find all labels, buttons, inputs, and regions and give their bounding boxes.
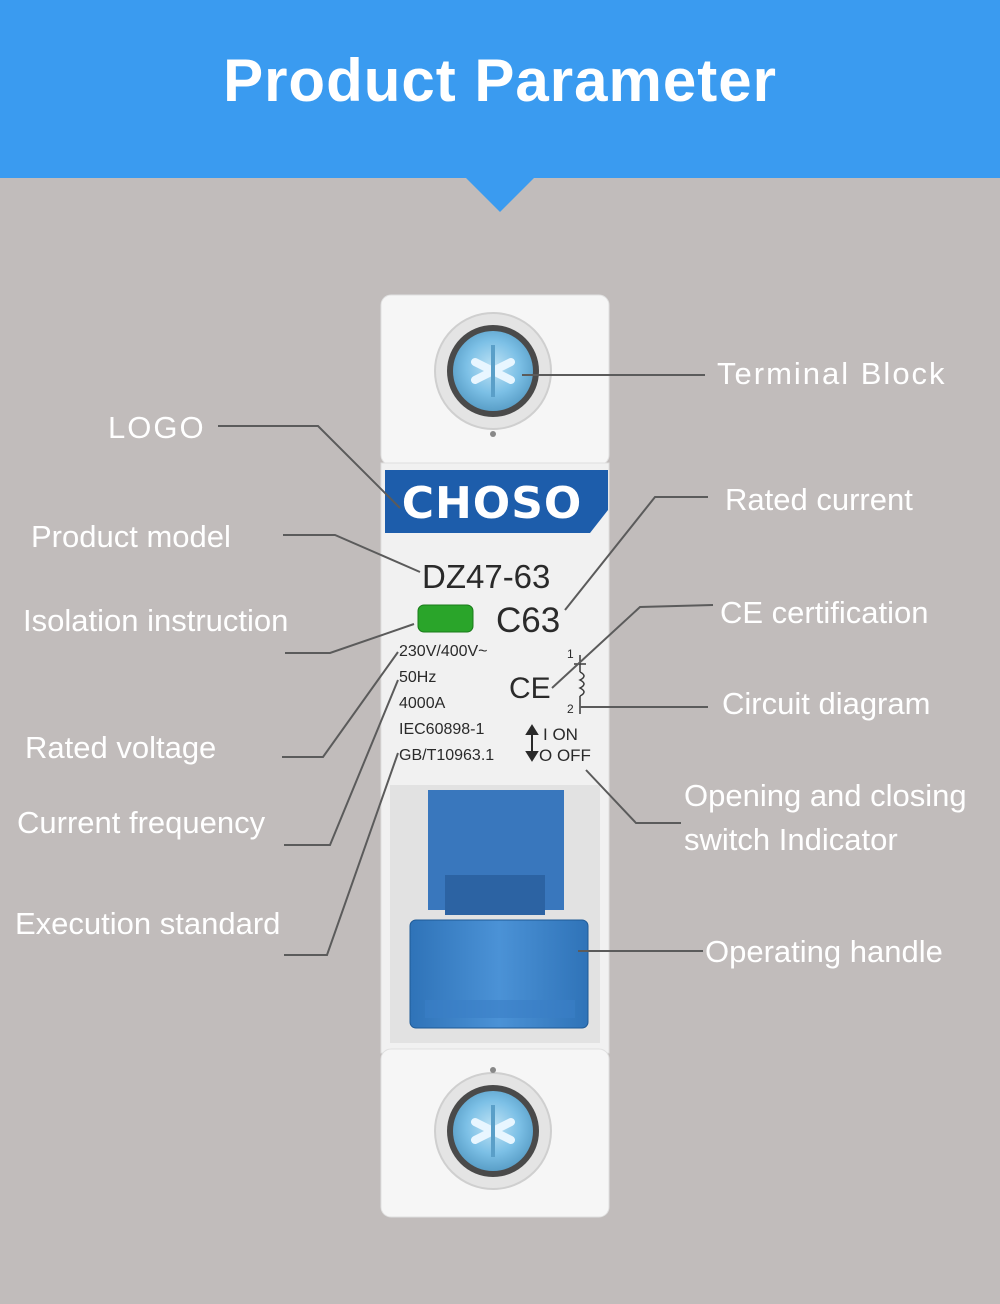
- top-screw-icon: [434, 312, 552, 437]
- page-title: Product Parameter: [223, 47, 777, 114]
- leader-logo: [218, 425, 401, 509]
- leader-isolation: [285, 623, 415, 654]
- leader-product-model: [283, 534, 421, 573]
- label-execution-standard: Execution standard: [15, 906, 281, 941]
- spec-standard-iec: IEC60898-1: [399, 721, 485, 738]
- header-banner: [0, 0, 1000, 178]
- spec-standard-gb: GB/T10963.1: [399, 747, 495, 764]
- label-rated-current: Rated current: [725, 482, 913, 517]
- spec-frequency: 50Hz: [399, 669, 437, 686]
- switch-arrow-icon: [525, 724, 539, 762]
- terminal-1-label: 1: [567, 647, 574, 661]
- label-opening-closing: Opening and closing switch Indicator: [684, 778, 967, 857]
- label-circuit-diagram: Circuit diagram: [722, 686, 931, 721]
- logo-band: [385, 470, 608, 533]
- leader-switch: [585, 769, 681, 824]
- label-terminal-block: Terminal Block: [717, 356, 947, 391]
- product-model-text: DZ47-63: [422, 558, 551, 595]
- switch-on-text: I ON: [543, 725, 578, 744]
- header-notch: [466, 178, 534, 212]
- label-current-frequency: Current frequency: [17, 805, 266, 840]
- label-rated-voltage: Rated voltage: [25, 730, 217, 765]
- label-isolation-instruction: Isolation instruction: [23, 603, 289, 638]
- spec-breaking-capacity: 4000A: [399, 695, 446, 712]
- leader-lines: [218, 374, 714, 956]
- rated-current-text: C63: [496, 601, 561, 640]
- bottom-screw-icon: [434, 1067, 552, 1190]
- switch-off-text: O OFF: [539, 746, 591, 765]
- brand-logo: CHOSO: [401, 478, 583, 529]
- spec-voltage: 230V/400V~: [399, 643, 488, 660]
- label-ce-certification: CE certification: [720, 595, 929, 630]
- label-logo: LOGO: [108, 410, 206, 445]
- isolation-indicator: [417, 604, 474, 633]
- terminal-2-label: 2: [567, 702, 574, 716]
- leader-frequency: [284, 679, 399, 846]
- label-product-model: Product model: [31, 519, 231, 554]
- ce-mark: CE: [509, 672, 551, 705]
- leader-ce: [551, 604, 714, 689]
- label-operating-handle: Operating handle: [705, 934, 943, 969]
- leader-rated-current: [564, 496, 708, 611]
- leader-rated-voltage: [282, 651, 399, 758]
- leader-execution: [284, 752, 399, 956]
